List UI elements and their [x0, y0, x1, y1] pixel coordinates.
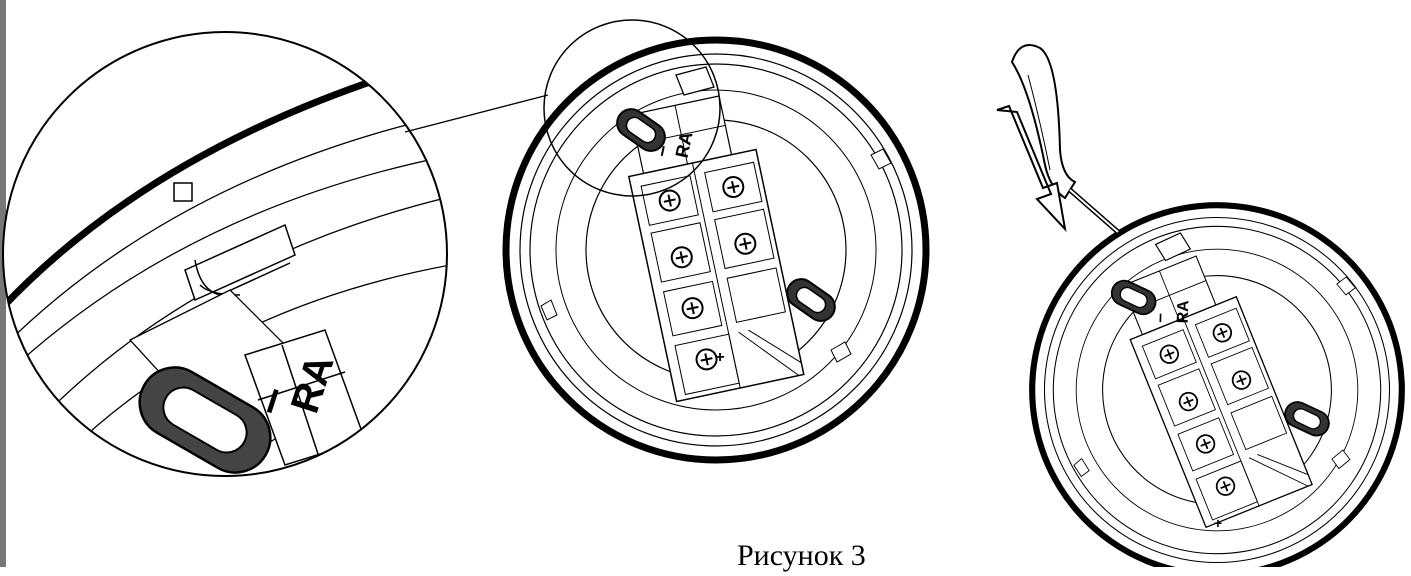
figure-caption: Рисунок 3 — [737, 539, 866, 572]
zoom-detail-circle — [2, 31, 448, 477]
terminal-label-plus: + — [715, 349, 724, 366]
leader-line — [404, 94, 549, 133]
screwdriver-icon — [1010, 44, 1120, 234]
detector-base-middle — [506, 40, 926, 460]
highlight-circle — [543, 19, 721, 197]
terminal-label-ra-right: RA — [1175, 300, 1193, 324]
terminal-label-minus: – — [650, 143, 674, 158]
terminal-label-minus-right: – — [1150, 313, 1169, 323]
terminal-label-plus-right: + — [1214, 515, 1222, 531]
detector-base-right — [1003, 176, 1411, 567]
arrow-down-right-icon — [996, 104, 1067, 233]
indicator-window — [173, 182, 193, 202]
page-left-rule — [0, 0, 6, 567]
